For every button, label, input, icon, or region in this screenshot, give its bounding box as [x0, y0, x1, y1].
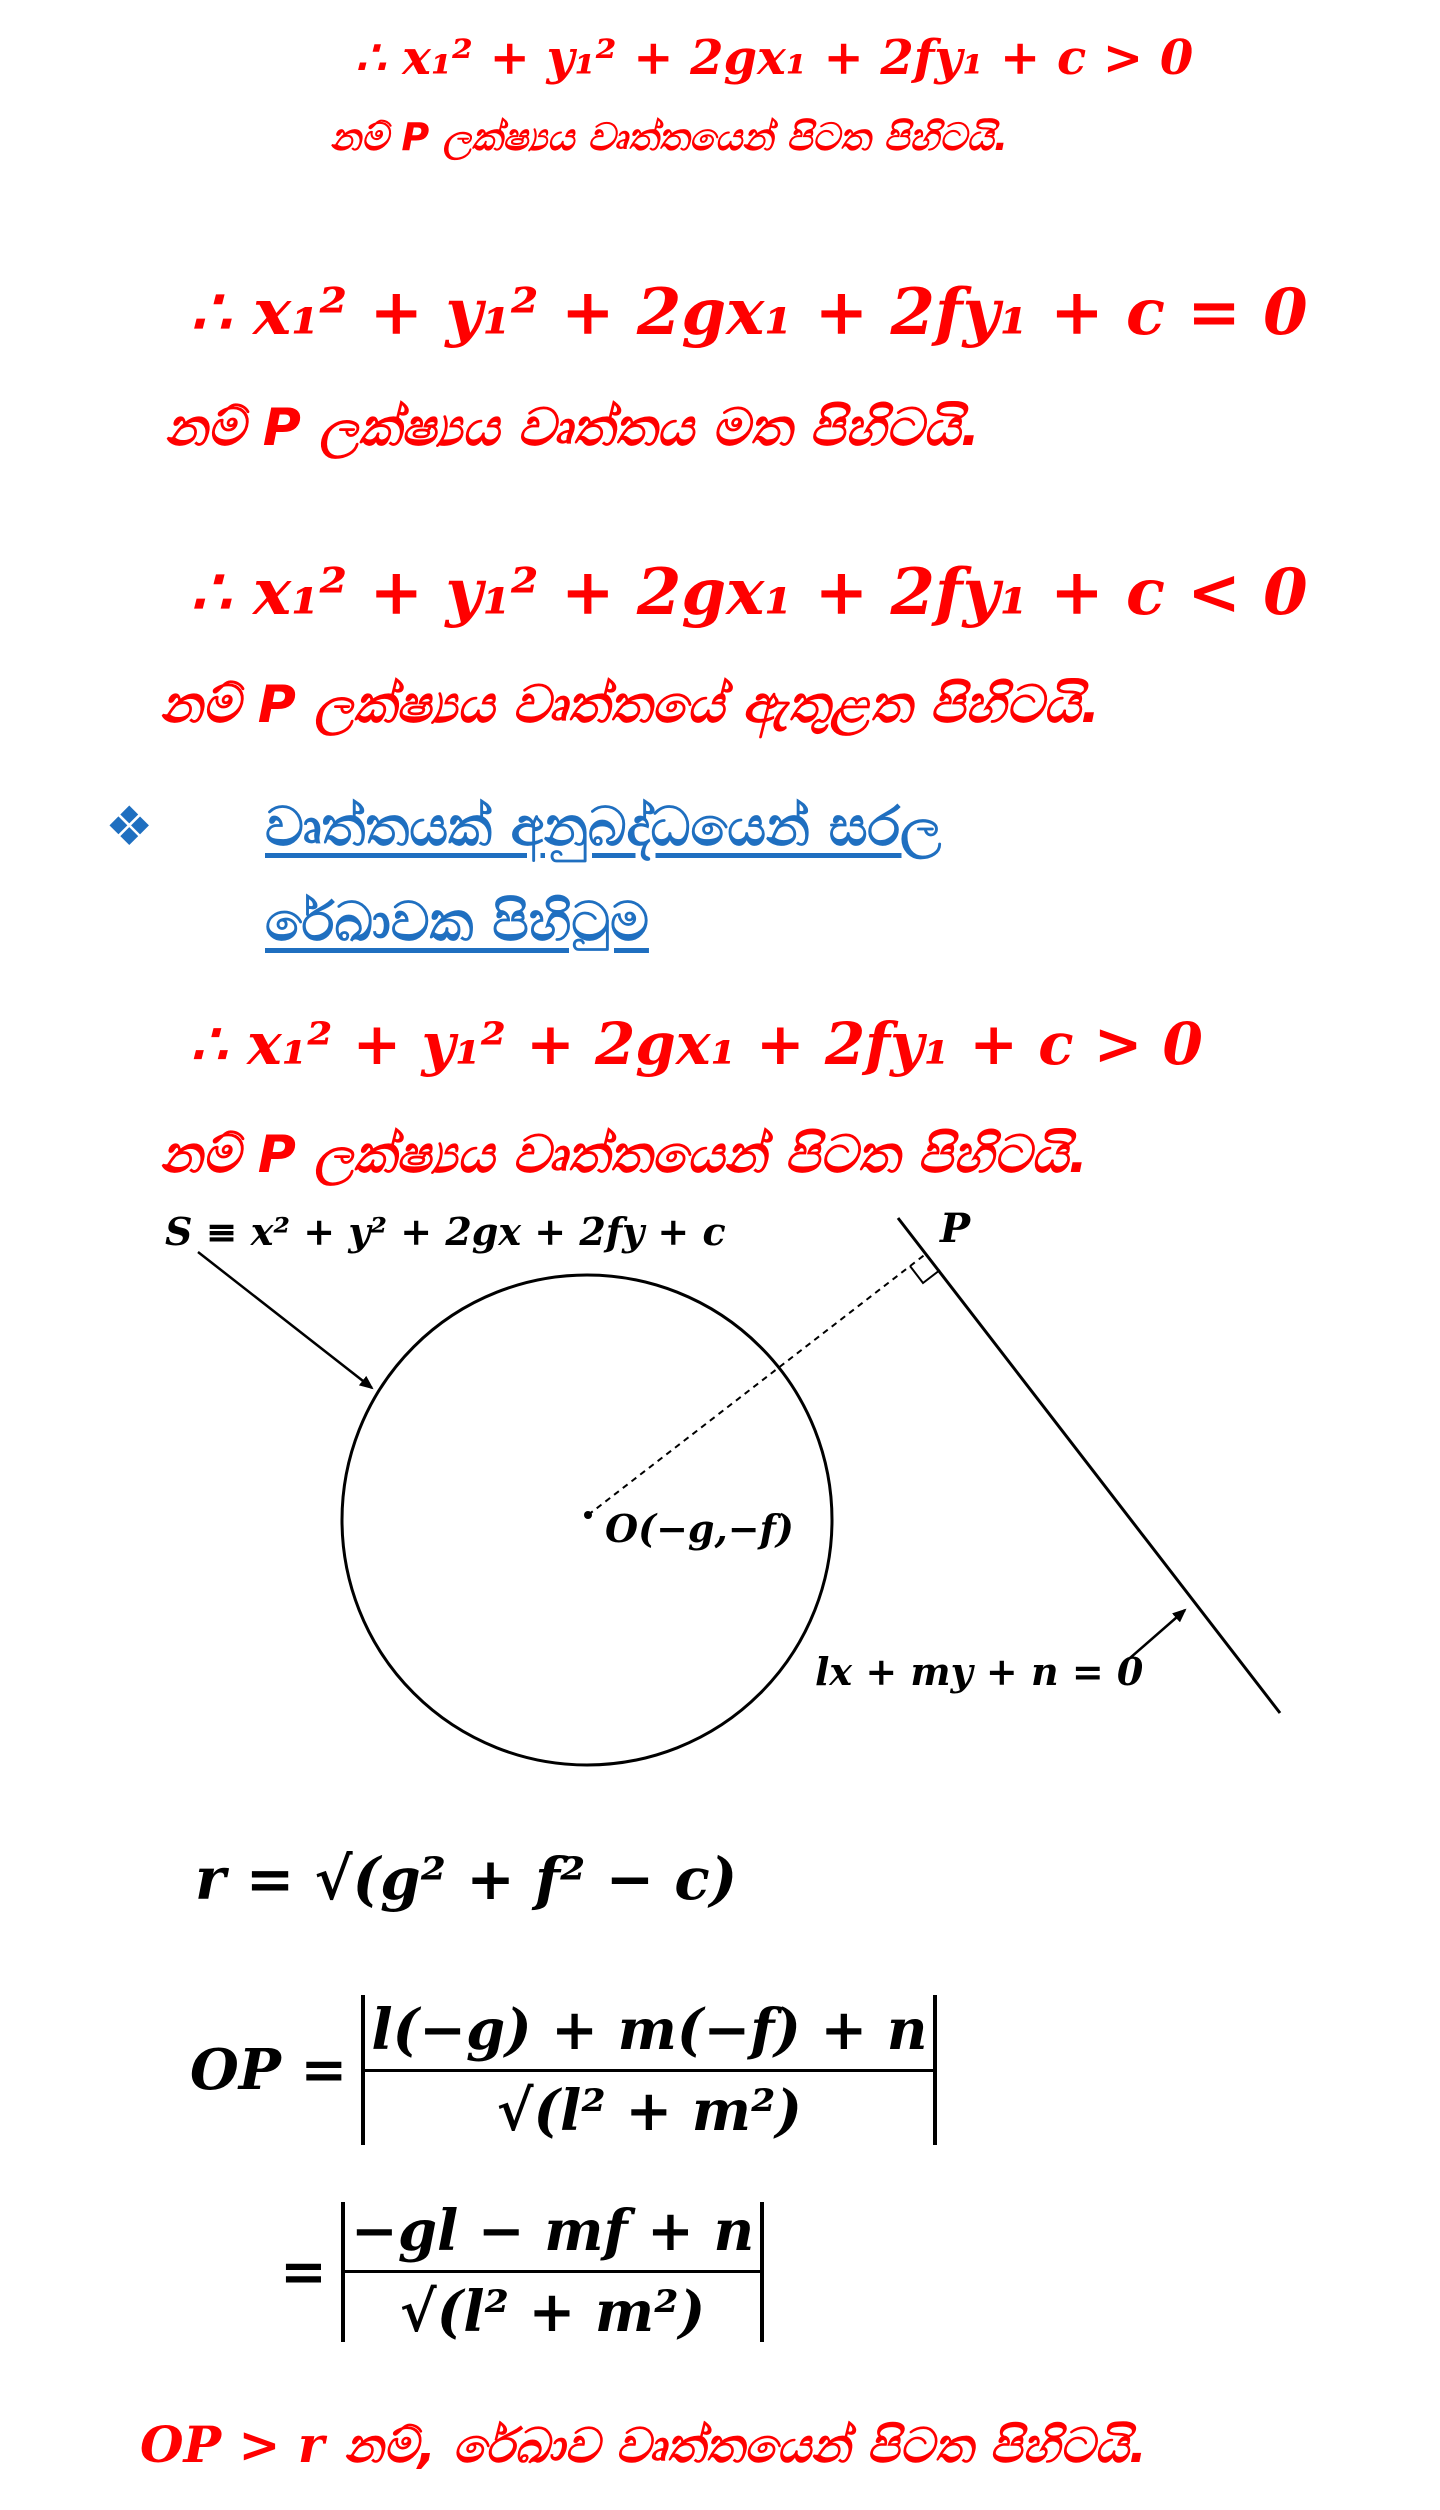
- conclusion-inequality: OP > r: [140, 2415, 325, 2474]
- distance-formula-simplified: = −gl − mf + n √(l² + m²): [280, 2198, 765, 2345]
- inequality-outside-point: ∴ x₁² + y₁² + 2gx₁ + 2fy₁ + c > 0: [355, 30, 1194, 86]
- arrow-to-circle: [197, 1251, 374, 1390]
- arrow-to-line: [1129, 1608, 1187, 1659]
- simplified-lhs: =: [280, 2238, 327, 2305]
- bullet-icon: ❖: [105, 795, 154, 858]
- right-angle-marker: [909, 1265, 941, 1285]
- statement-inside-point: නම් P ලක්ෂ්‍යය වෘත්තයේ ඇතුළත පිහිටයි.: [160, 675, 1101, 735]
- center-label: O(−g,−f): [605, 1506, 794, 1551]
- equation-on-circle: ∴ x₁² + y₁² + 2gx₁ + 2fy₁ + c = 0: [190, 275, 1308, 350]
- circle-line-diagram: S ≡ x² + y² + 2gx + 2fy + c P O(−g,−f) l…: [165, 1205, 1282, 1767]
- abs-bar-right-2: [760, 2201, 765, 2342]
- statement-outside-line: නම් P ලක්ෂ්‍යය වෘත්තයෙන් පිටත පිහිටයි.: [160, 1125, 1089, 1185]
- section-heading-line2: රේඛාවක පිහිටුම: [265, 890, 649, 953]
- inequality-outside-line: ∴ x₁² + y₁² + 2gx₁ + 2fy₁ + c > 0: [190, 1010, 1203, 1078]
- statement-outside-point: නම් P ලක්ෂ්‍යය වෘත්තයෙන් පිටත පිහිටයි.: [330, 115, 1009, 159]
- distance-denominator: √(l² + m²): [496, 2077, 803, 2144]
- distance-formula-lhs: OP =: [190, 2037, 348, 2103]
- circle-equation-label: S ≡ x² + y² + 2gx + 2fy + c: [165, 1209, 726, 1254]
- conclusion-statement: නම්, රේඛාව වෘත්තයෙන් පිටත පිහිටයි.: [344, 2418, 1148, 2474]
- perpendicular-dashed: [587, 1252, 928, 1516]
- abs-bar-right: [933, 1995, 938, 2145]
- simplified-denominator: √(l² + m²): [399, 2279, 706, 2345]
- conclusion: OP > r නම්, රේඛාව වෘත්තයෙන් පිටත පිහිටයි…: [140, 2415, 1147, 2475]
- simplified-fraction: −gl − mf + n √(l² + m²): [344, 2198, 761, 2345]
- simplified-numerator: −gl − mf + n: [344, 2198, 761, 2273]
- statement-on-circle: නම් P ලක්ෂ්‍යය වෘත්තය මත පිහිටයි.: [165, 398, 981, 458]
- distance-numerator: l(−g) + m(−f) + n: [365, 1997, 934, 2072]
- abs-bar-left: [361, 1995, 366, 2145]
- inequality-inside-point: ∴ x₁² + y₁² + 2gx₁ + 2fy₁ + c < 0: [190, 555, 1308, 630]
- straight-line: [896, 1217, 1282, 1714]
- distance-formula: OP = l(−g) + m(−f) + n √(l² + m²): [190, 1995, 938, 2145]
- section-heading-line1: වෘත්තයක් අනුබද්ධයෙන් සරල: [265, 795, 942, 858]
- distance-fraction: l(−g) + m(−f) + n √(l² + m²): [365, 1997, 934, 2144]
- line-equation-label: lx + my + n = 0: [815, 1649, 1144, 1694]
- circle-shape: [340, 1273, 834, 1767]
- abs-bar-left-2: [340, 2201, 345, 2342]
- radius-formula: r = √(g² + f² − c): [195, 1845, 738, 1913]
- point-p-label: P: [939, 1205, 972, 1252]
